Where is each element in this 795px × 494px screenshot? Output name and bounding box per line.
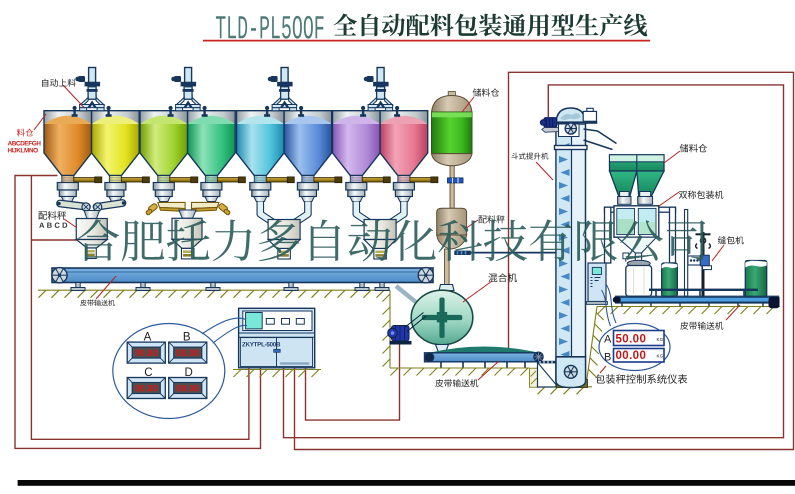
- svg-text:00.00: 00.00: [616, 350, 647, 362]
- svg-text:00.00: 00.00: [176, 383, 199, 393]
- svg-text:00.00: 00.00: [135, 348, 158, 358]
- svg-text:00.00: 00.00: [135, 383, 158, 393]
- svg-text:D: D: [185, 367, 193, 379]
- svg-text:B: B: [604, 352, 611, 364]
- svg-text:C: C: [144, 367, 152, 379]
- svg-text:A: A: [604, 334, 612, 346]
- svg-text:B: B: [183, 331, 191, 343]
- svg-text:50.00: 50.00: [616, 333, 647, 345]
- svg-text:KG: KG: [657, 354, 664, 359]
- svg-text:A: A: [144, 331, 152, 343]
- svg-text:00.00: 00.00: [176, 348, 199, 358]
- svg-text:KG: KG: [657, 337, 664, 342]
